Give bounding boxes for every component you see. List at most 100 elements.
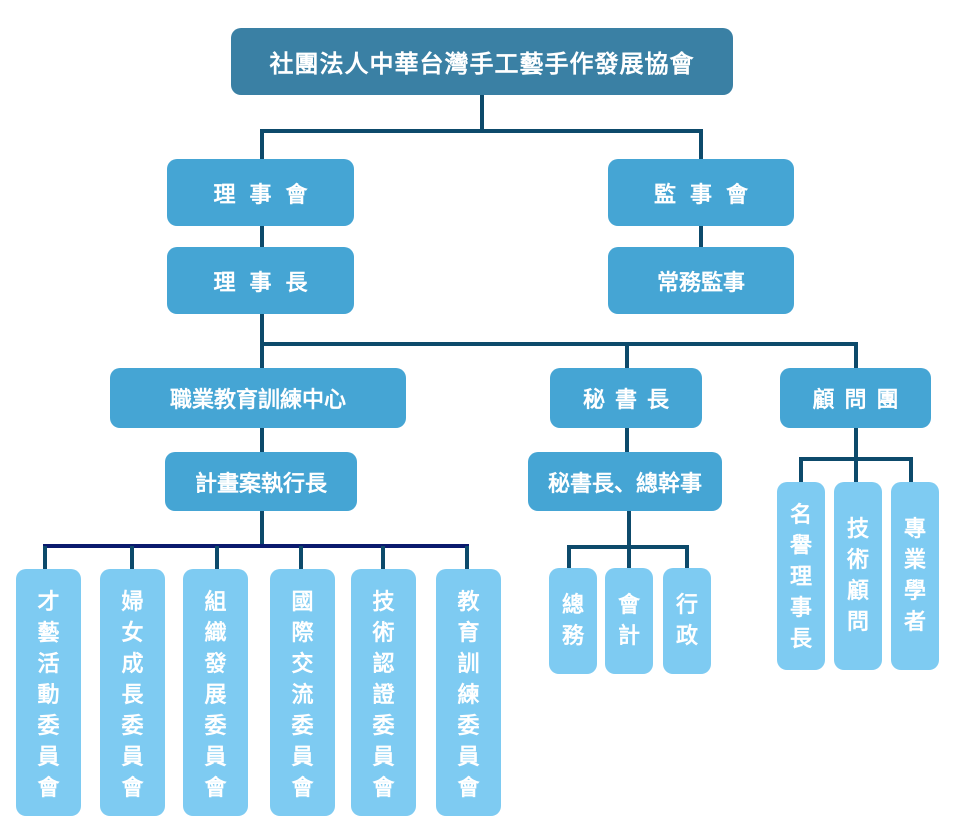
char: 事	[789, 596, 812, 621]
connector-advisory-down	[854, 428, 858, 482]
connector-secretary-director	[625, 428, 629, 452]
node-advisory-group-label: 顧問團	[812, 388, 909, 413]
connector-supervisors-standing	[699, 226, 703, 247]
node-chairman: 理事長	[167, 247, 354, 314]
connector-level3-bar	[260, 342, 858, 346]
connector-to-secretary	[625, 342, 629, 368]
connector-secretariat-3	[685, 545, 689, 568]
connector-committee-5	[381, 546, 385, 569]
node-chairman-label: 理事長	[213, 270, 322, 296]
node-secretary-director-label: 秘書長、總幹事	[547, 471, 702, 497]
char: 總	[561, 593, 584, 618]
node-advisory-group: 顧問團	[780, 368, 931, 428]
char: 委	[204, 714, 227, 739]
connector-chairman-down	[260, 314, 264, 368]
connector-advisor-1	[799, 457, 803, 482]
char: 技	[846, 517, 869, 542]
char: 證	[372, 683, 395, 708]
connector-to-board	[260, 129, 264, 159]
connector-secretariat-bar	[567, 545, 689, 549]
connector-board-chairman	[260, 226, 264, 247]
char: 委	[121, 714, 144, 739]
connector-level1-bar	[260, 129, 703, 133]
node-secretary-general-label: 秘書長	[582, 388, 679, 413]
char: 教	[457, 590, 480, 615]
node-project-executive-label: 計畫案執行長	[194, 471, 327, 497]
char: 學	[903, 579, 926, 604]
advisor-professional-scholars: 專 業 學 者	[891, 482, 939, 670]
char: 員	[291, 745, 314, 770]
advisor-technical-consultant: 技 術 顧 問	[834, 482, 882, 670]
connector-to-supervisors	[699, 129, 703, 159]
node-project-executive: 計畫案執行長	[165, 452, 357, 511]
char: 訓	[457, 652, 480, 677]
char: 者	[903, 610, 926, 635]
connector-executive-down	[260, 511, 264, 546]
char: 會	[372, 776, 395, 801]
char: 計	[617, 624, 640, 649]
char: 成	[121, 652, 144, 677]
char: 組	[204, 590, 227, 615]
char: 理	[789, 565, 812, 590]
char: 會	[617, 593, 640, 618]
char: 術	[846, 548, 869, 573]
char: 際	[291, 621, 314, 646]
char: 譽	[789, 534, 812, 559]
connector-advisor-3	[909, 457, 913, 482]
node-training-center: 職業教育訓練中心	[110, 368, 406, 428]
char: 才	[37, 590, 60, 615]
node-training-center-label: 職業教育訓練中心	[169, 388, 346, 413]
char: 動	[37, 683, 60, 708]
char: 活	[37, 652, 60, 677]
connector-committee-3	[215, 546, 219, 569]
node-board: 理事會	[167, 159, 354, 226]
char: 展	[204, 683, 227, 708]
char: 問	[846, 610, 869, 635]
connector-committee-bar	[43, 544, 469, 548]
char: 委	[291, 714, 314, 739]
char: 顧	[846, 579, 869, 604]
char: 員	[37, 745, 60, 770]
node-standing-supervisor-label: 常務監事	[656, 270, 745, 296]
char: 婦	[121, 590, 144, 615]
char: 流	[291, 683, 314, 708]
char: 委	[372, 714, 395, 739]
char: 會	[37, 776, 60, 801]
char: 女	[121, 621, 144, 646]
char: 技	[372, 590, 395, 615]
committee-women-growth: 婦 女 成 長 委 員 會	[100, 569, 165, 816]
connector-committee-2	[130, 546, 134, 569]
node-standing-supervisor: 常務監事	[608, 247, 794, 314]
char: 員	[372, 745, 395, 770]
char: 行	[675, 593, 698, 618]
char: 會	[204, 776, 227, 801]
char: 育	[457, 621, 480, 646]
connector-advisors-bar	[799, 457, 913, 461]
secretariat-general-affairs: 總 務	[549, 568, 597, 674]
char: 發	[204, 652, 227, 677]
committee-organization-development: 組 織 發 展 委 員 會	[183, 569, 248, 816]
char: 會	[457, 776, 480, 801]
org-root-node: 社團法人中華台灣手工藝手作發展協會	[231, 28, 733, 95]
char: 專	[903, 517, 926, 542]
char: 認	[372, 652, 395, 677]
connector-secretariat-1	[567, 545, 571, 568]
char: 國	[291, 590, 314, 615]
char: 員	[204, 745, 227, 770]
connector-committee-1	[43, 546, 47, 569]
org-root-label: 社團法人中華台灣手工藝手作發展協會	[269, 50, 695, 78]
node-supervisors: 監事會	[608, 159, 794, 226]
secretariat-accounting: 會 計	[605, 568, 653, 674]
committee-education-training: 教 育 訓 練 委 員 會	[436, 569, 501, 816]
char: 練	[457, 683, 480, 708]
committee-technical-certification: 技 術 認 證 委 員 會	[351, 569, 416, 816]
node-secretary-director: 秘書長、總幹事	[528, 452, 722, 511]
char: 長	[121, 683, 144, 708]
char: 委	[457, 714, 480, 739]
connector-to-advisory	[854, 342, 858, 368]
node-secretary-general: 秘書長	[550, 368, 702, 428]
node-board-label: 理事會	[213, 182, 322, 208]
char: 織	[204, 621, 227, 646]
char: 員	[121, 745, 144, 770]
connector-director-down	[627, 511, 631, 569]
